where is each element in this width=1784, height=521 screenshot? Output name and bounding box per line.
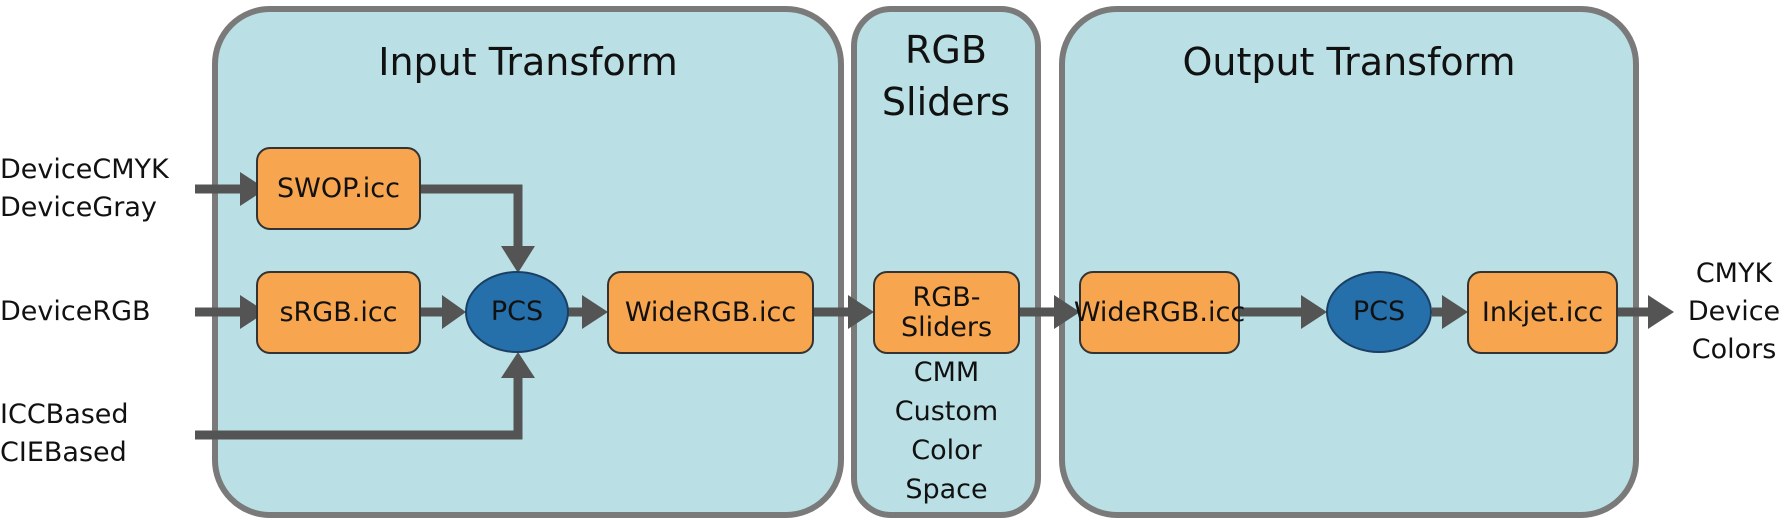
output-transform-title: Output Transform — [1182, 40, 1516, 84]
input-label-devicergb: DeviceRGB — [0, 296, 151, 327]
input-label-devicegray: DeviceGray — [0, 192, 157, 223]
input-label-iccbased: ICCBased — [0, 399, 129, 430]
widergb-output-profile-box: WideRGB.icc — [1074, 271, 1245, 354]
output-label-line2: Device — [1687, 296, 1781, 327]
input-label-devicecmyk: DeviceCMYK — [0, 154, 169, 185]
pcs-input-node: PCS — [465, 271, 569, 353]
rgb-sliders-box-line1: RGB- — [912, 281, 981, 313]
widergb-input-profile-box: WideRGB.icc — [607, 271, 814, 354]
arrowhead-pcs-left — [442, 295, 466, 329]
arrow-swop-to-pcs — [421, 184, 523, 250]
swop-profile-box: SWOP.icc — [256, 147, 421, 230]
arrowhead-output — [1648, 295, 1674, 329]
arrowhead-inkjet — [1442, 295, 1468, 329]
output-transform-stage: Output Transform — [1059, 6, 1639, 518]
arrowhead-pcs-out — [1301, 295, 1327, 329]
arrowhead-swop — [240, 172, 266, 206]
output-label-line1: CMYK — [1695, 258, 1773, 289]
rgb-sliders-title-line1: RGB — [905, 28, 987, 72]
arrowhead-pcs-top — [501, 246, 535, 273]
arrowhead-pcs-bottom — [501, 352, 535, 378]
rgb-sliders-box-line2: Sliders — [900, 311, 993, 343]
cmm-note-line4: Space — [905, 474, 988, 505]
cmm-note-line3: Color — [911, 435, 982, 466]
arrow-icc-to-pcs — [195, 373, 523, 440]
srgb-profile-box: sRGB.icc — [256, 271, 421, 354]
rgb-sliders-stage: RGB Sliders — [851, 6, 1041, 518]
input-transform-title: Input Transform — [378, 40, 678, 84]
cmm-custom-color-space-note: CMM Custom Color Space — [873, 353, 1020, 509]
rgb-sliders-title-line2: Sliders — [881, 80, 1011, 124]
arrowhead-srgb — [240, 295, 266, 329]
arrowhead-widergb-in — [582, 295, 608, 329]
arrowhead-widergb-out — [1054, 295, 1080, 329]
input-label-cmyk-gray: DeviceCMYK DeviceGray — [0, 151, 169, 227]
pcs-output-node: PCS — [1326, 271, 1432, 353]
inkjet-profile-box: Inkjet.icc — [1467, 271, 1618, 354]
output-label-line3: Colors — [1691, 334, 1777, 365]
input-label-icc-cie: ICCBased CIEBased — [0, 396, 129, 472]
input-label-ciebased: CIEBased — [0, 437, 127, 468]
arrowhead-sliders — [848, 295, 874, 329]
rgb-sliders-box: RGB- Sliders — [873, 271, 1020, 354]
output-label-cmyk-device-colors: CMYK Device Colors — [1684, 255, 1784, 369]
cmm-note-line1: CMM — [913, 357, 980, 388]
cmm-note-line2: Custom — [894, 396, 999, 427]
